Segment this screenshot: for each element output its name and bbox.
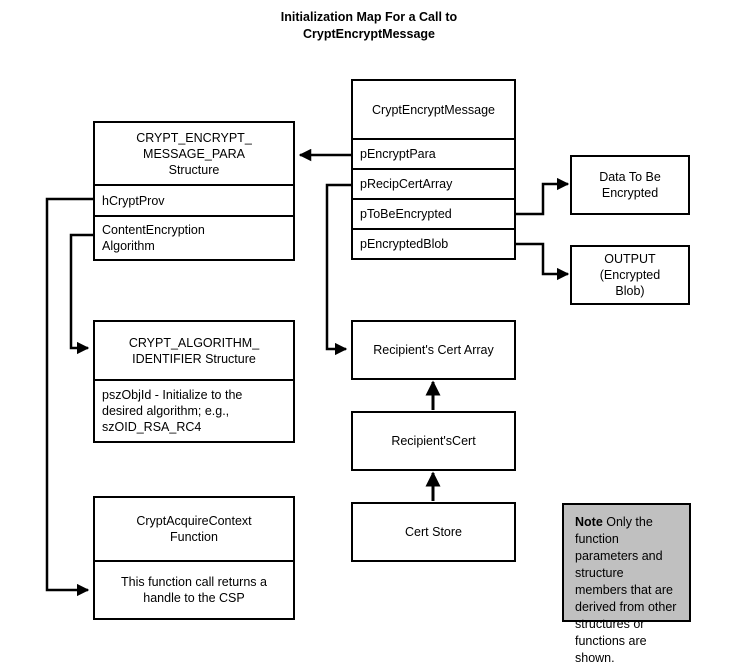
wire-contentencryptionalgorithm-to-algorithm-identifier (69, 233, 93, 355)
wire-precipcertarray-to-cert-array (325, 183, 351, 356)
note-box: Note Only the function parameters and st… (562, 503, 691, 665)
function-param-pencryptedblob: pEncryptedBlob (353, 228, 514, 258)
node-label-data-to-be-encrypted: Data To Be Encrypted (599, 170, 661, 200)
node-recipient-cert: Recipient'sCert (351, 411, 516, 471)
structure-box-crypt-algorithm-identifier: CRYPT_ALGORITHM_ IDENTIFIER Structure ps… (93, 320, 295, 443)
function-box-cryptencryptmessage: CryptEncryptMessage pEncryptPara pRecipC… (351, 79, 516, 260)
node-label-recipient-cert-array: Recipient's Cert Array (373, 343, 494, 357)
node-data-to-be-encrypted: Data To Be Encrypted (570, 155, 690, 215)
structure-header-crypt-encrypt-message-para: CRYPT_ENCRYPT_ MESSAGE_PARA Structure (136, 130, 252, 177)
node-recipient-cert-array: Recipient's Cert Array (351, 320, 516, 380)
note-label: Note (575, 515, 603, 529)
function-param-precipcertarray: pRecipCertArray (353, 168, 514, 198)
function-param-ptobeencrypted: pToBeEncrypted (353, 198, 514, 228)
note-text: Only the function parameters and structu… (575, 515, 677, 665)
wire-pencryptedblob-to-output (516, 242, 570, 281)
node-output-encrypted-blob: OUTPUT (Encrypted Blob) (570, 245, 690, 305)
structure-body-crypt-algorithm-identifier: pszObjId - Initialize to the desired alg… (95, 379, 293, 441)
wire-ptobeencrypted-to-data (516, 177, 570, 216)
function-body-cryptacquirecontext: This function call returns a handle to t… (95, 560, 293, 618)
function-param-pencryptpara: pEncryptPara (353, 138, 514, 168)
node-label-output-encrypted-blob: OUTPUT (Encrypted Blob) (599, 252, 661, 298)
structure-member-hcryptprov: hCryptProv (95, 184, 293, 215)
node-label-recipient-cert: Recipient'sCert (391, 434, 476, 448)
wire-hcryptprov-to-acquire-context (45, 197, 93, 597)
structure-box-crypt-encrypt-message-para: CRYPT_ENCRYPT_ MESSAGE_PARA Structure hC… (93, 121, 295, 261)
function-box-cryptacquirecontext: CryptAcquireContext Function This functi… (93, 496, 295, 620)
page-title: Initialization Map For a Call to CryptEn… (280, 10, 458, 41)
node-label-cert-store: Cert Store (405, 525, 462, 539)
function-header-cryptacquirecontext: CryptAcquireContext Function (136, 514, 252, 544)
structure-header-crypt-algorithm-identifier: CRYPT_ALGORITHM_ IDENTIFIER Structure (128, 335, 260, 366)
function-box-header: CryptEncryptMessage (372, 102, 495, 117)
node-cert-store: Cert Store (351, 502, 516, 562)
diagram-canvas: Initialization Map For a Call to CryptEn… (45, 10, 691, 665)
structure-member-contentencryptionalgorithm: ContentEncryption Algorithm (95, 215, 293, 259)
